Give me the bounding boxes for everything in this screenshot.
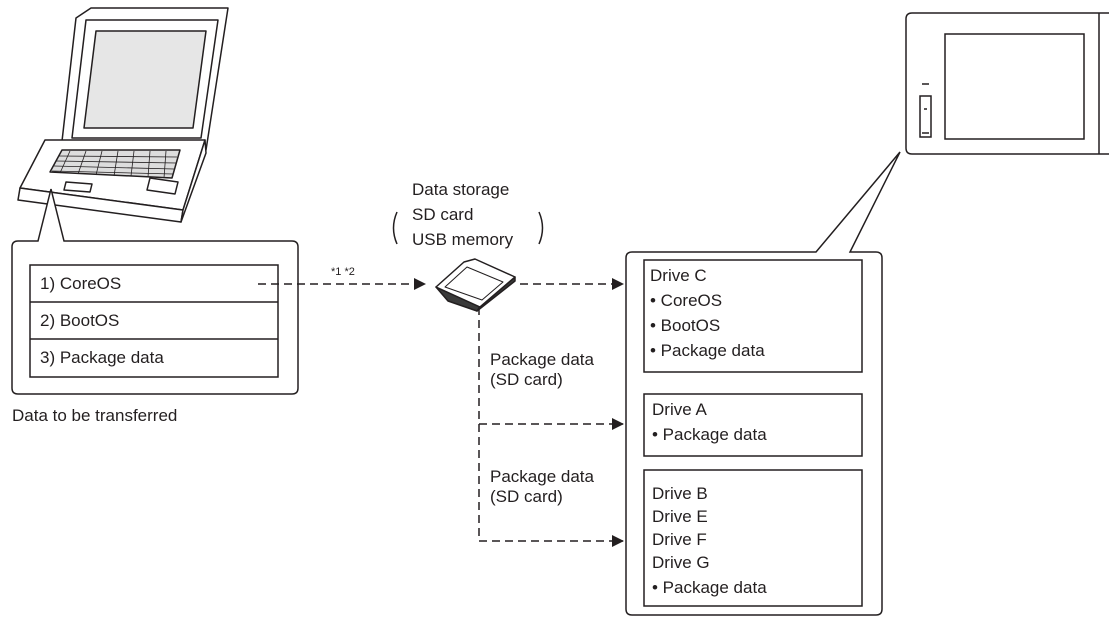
data-item-bootos: 2) BootOS xyxy=(40,311,120,330)
data-item-package: 3) Package data xyxy=(40,348,164,367)
drive-c-item-coreos: • CoreOS xyxy=(650,291,723,310)
storage-left-bracket xyxy=(392,211,398,245)
drive-a-item-package: • Package data xyxy=(652,425,767,444)
drive-c-title: Drive C xyxy=(650,266,707,285)
laptop-icon xyxy=(17,7,229,223)
drive-b-item-package: • Package data xyxy=(652,578,767,597)
footnote-marks: *1 *2 xyxy=(331,266,355,278)
branch-label-1: Package data xyxy=(490,350,594,369)
drive-a-box xyxy=(643,393,863,457)
drive-g-title: Drive G xyxy=(652,553,710,572)
branch-label-2-sub: (SD card) xyxy=(490,487,563,506)
drive-a-title: Drive A xyxy=(652,400,707,419)
storage-type-sd: SD card xyxy=(412,205,474,224)
data-list-box xyxy=(29,264,279,378)
sd-card-icon xyxy=(435,258,516,312)
drive-f-title: Drive F xyxy=(652,530,707,549)
drive-b-title: Drive B xyxy=(652,484,708,503)
storage-type-usb: USB memory xyxy=(412,230,514,249)
storage-right-bracket xyxy=(538,211,544,245)
drive-c-item-package: • Package data xyxy=(650,341,765,360)
storage-title: Data storage xyxy=(412,180,510,199)
data-caption: Data to be transferred xyxy=(12,406,178,425)
drive-c-box xyxy=(643,259,863,373)
drive-e-title: Drive E xyxy=(652,507,708,526)
drive-b-box xyxy=(643,469,863,607)
branch-label-1-sub: (SD card) xyxy=(490,370,563,389)
branch-label-2: Package data xyxy=(490,467,594,486)
drive-c-item-bootos: • BootOS xyxy=(650,316,721,335)
touch-panel-icon xyxy=(905,12,1109,155)
data-item-coreos: 1) CoreOS xyxy=(40,274,122,293)
